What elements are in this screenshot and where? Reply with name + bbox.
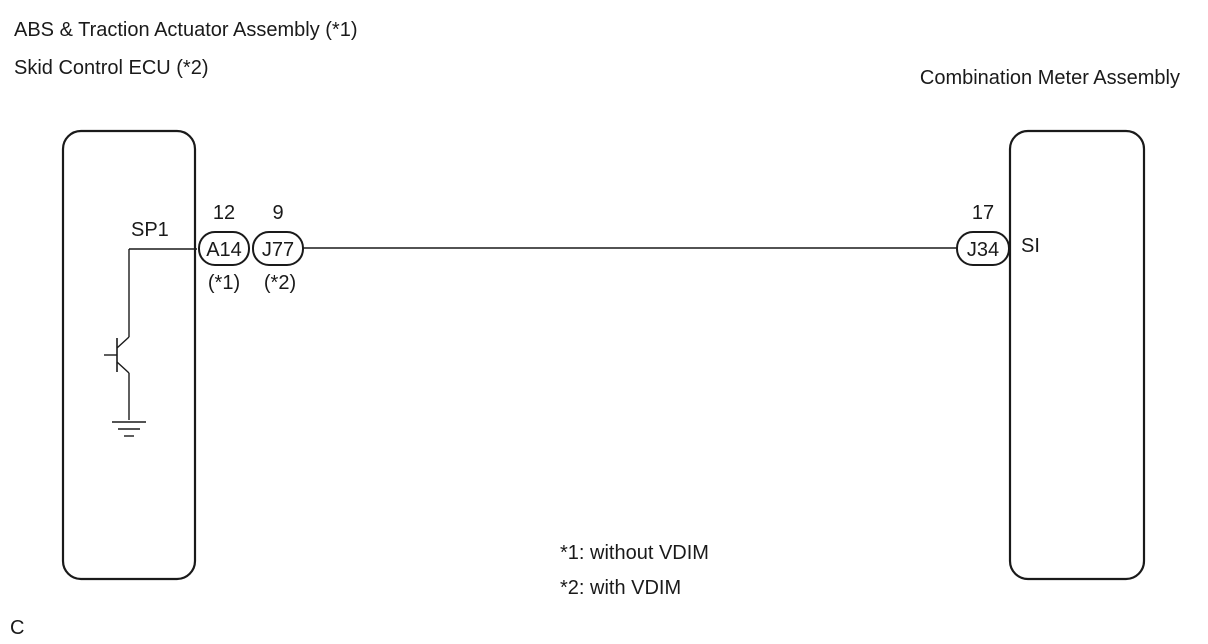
footnote-2: *2: with VDIM [560,577,681,599]
meter-title: Combination Meter Assembly [920,67,1180,89]
pin-number-a14: 12 [213,202,235,224]
corner-mark: C [10,617,24,639]
terminal-si: SI [1021,235,1040,257]
footnote-1: *1: without VDIM [560,542,709,564]
ecu-box [61,129,197,581]
meter-box [1008,129,1146,581]
ecu-title-line2: Skid Control ECU (*2) [14,57,209,79]
connector-a14 [198,231,250,266]
pin-number-j34: 17 [972,202,994,224]
ground-icon [112,421,146,437]
transistor-symbol [104,249,130,420]
connector-code-j34: J34 [967,239,999,261]
connector-j34 [956,231,1010,266]
connector-code-j77: J77 [262,239,294,261]
connector-code-a14: A14 [206,239,242,261]
connector-note-j77: (*2) [264,272,296,294]
connector-note-a14: (*1) [208,272,240,294]
terminal-sp1: SP1 [131,219,169,241]
pin-number-j77: 9 [272,202,283,224]
ecu-title-line1: ABS & Traction Actuator Assembly (*1) [14,19,357,41]
